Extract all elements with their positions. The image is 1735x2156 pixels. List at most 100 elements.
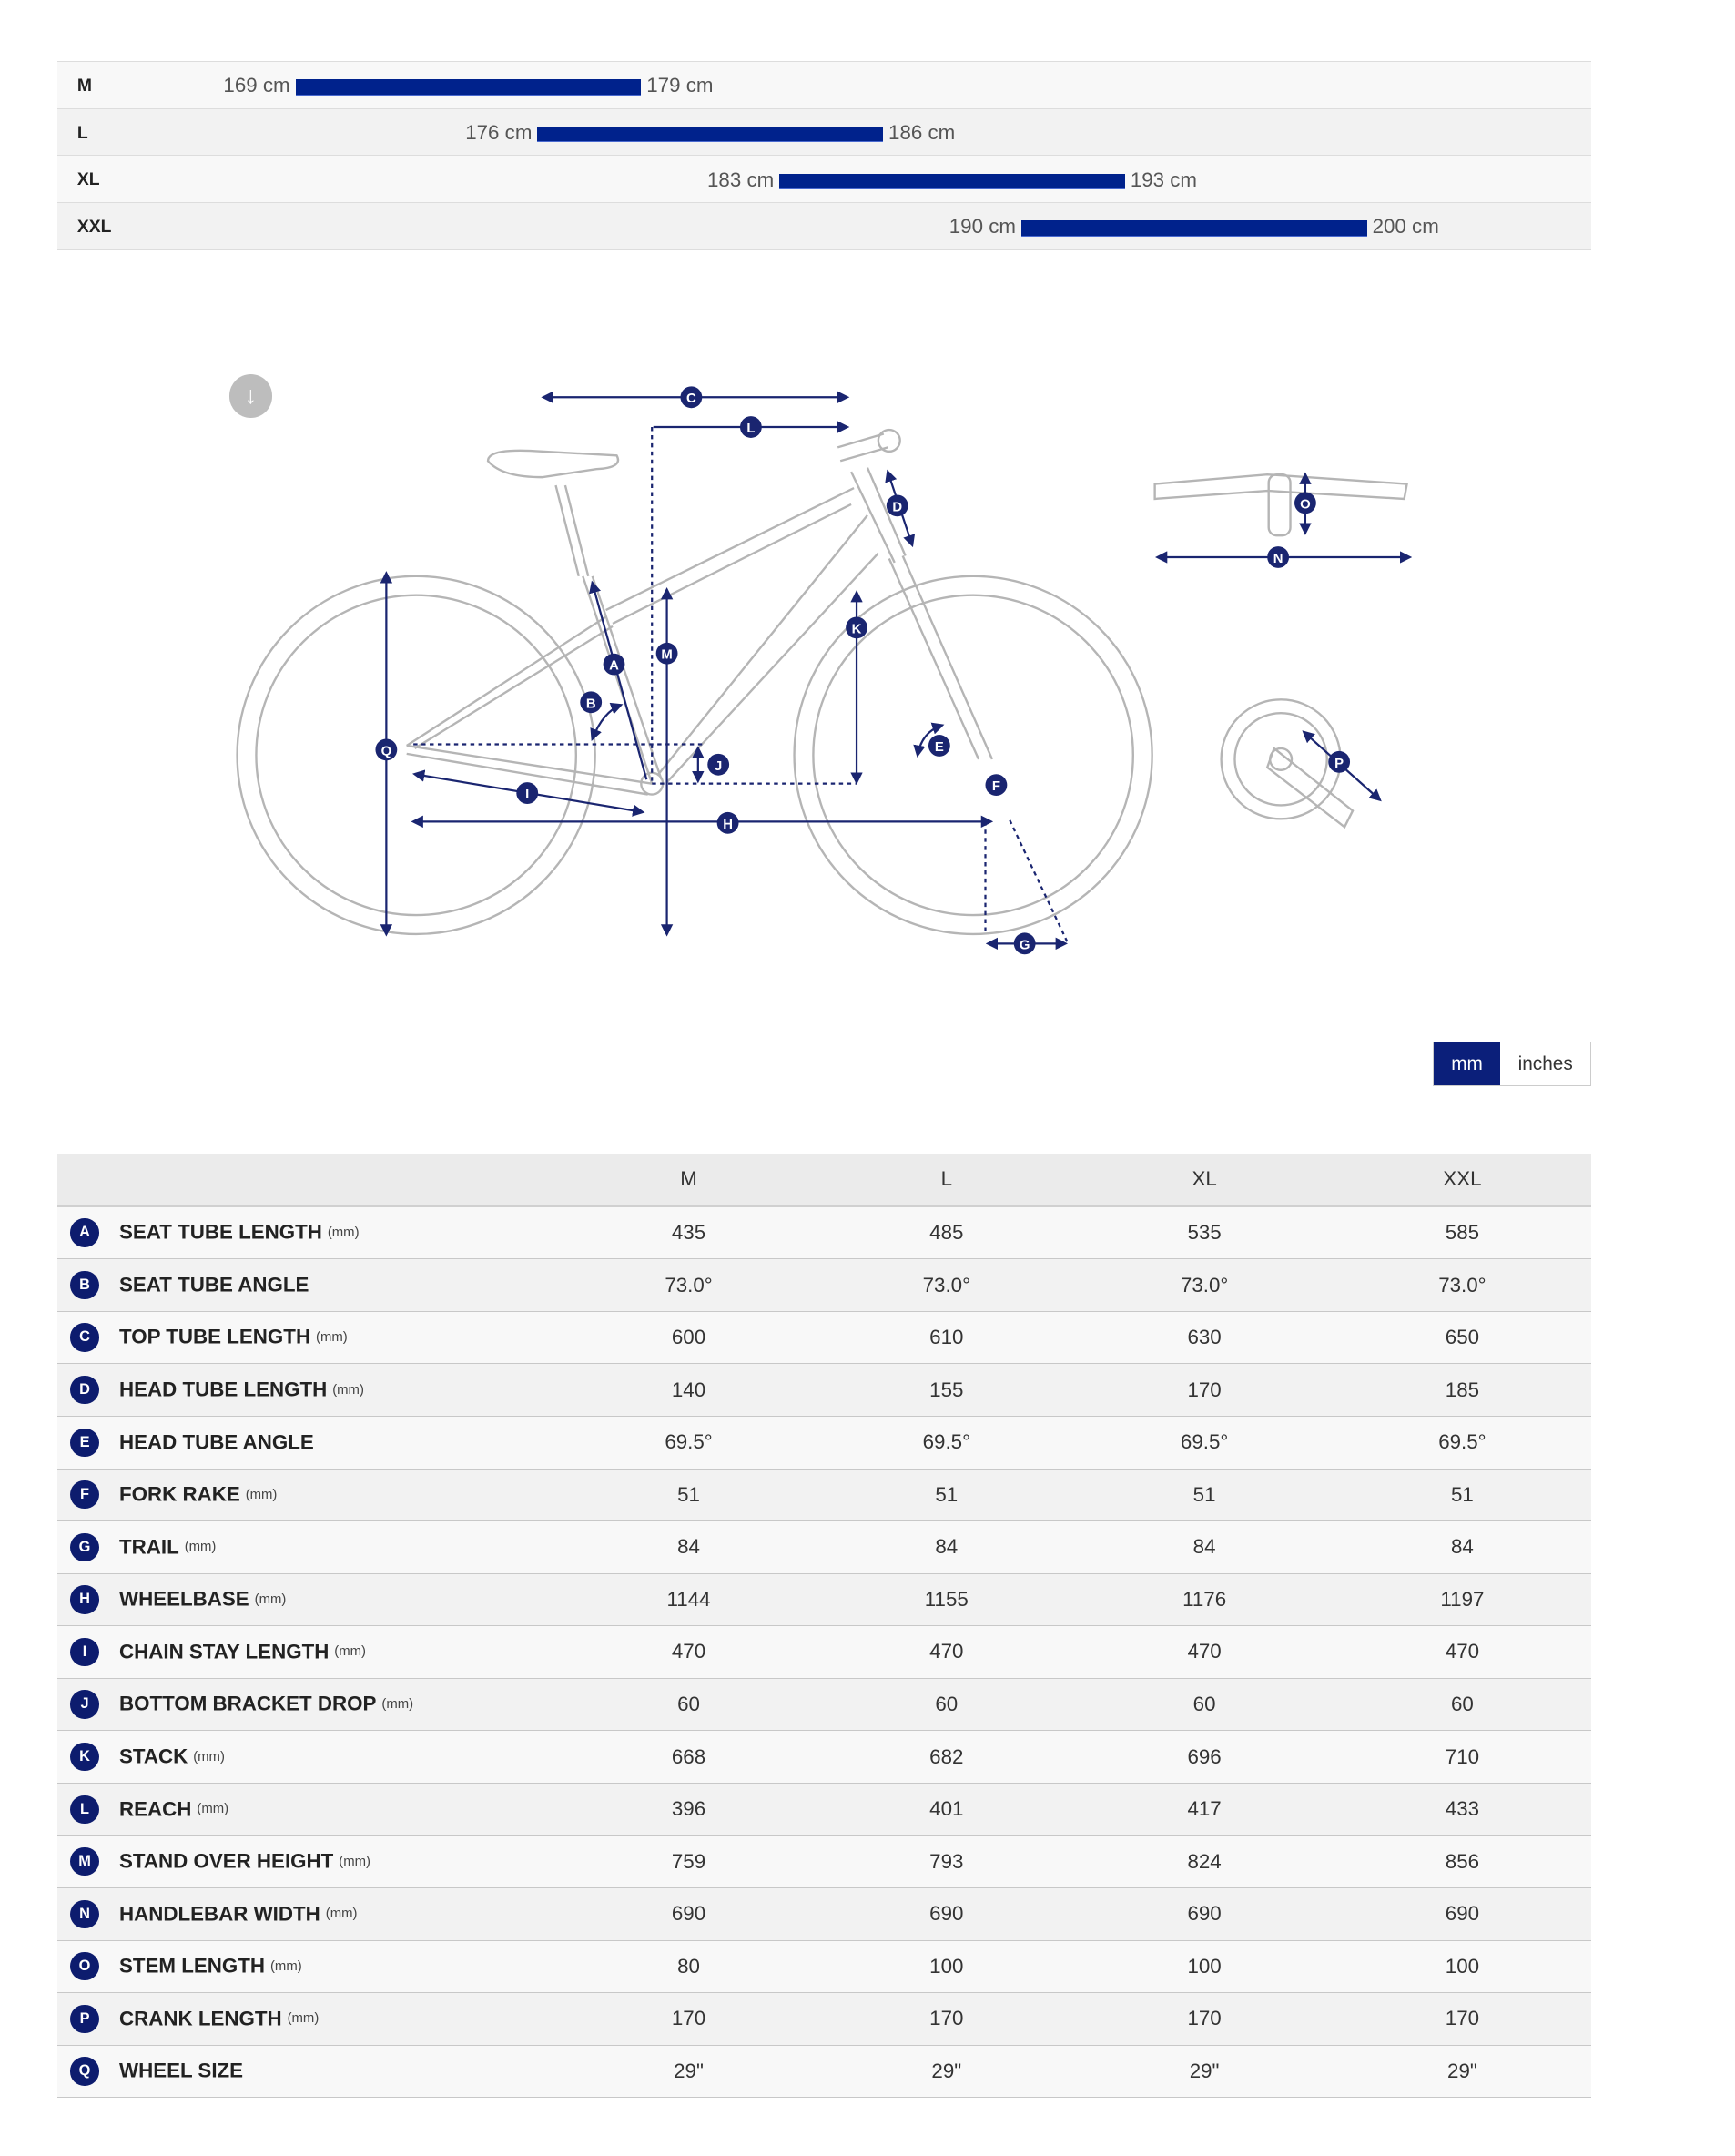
height-range-bar (295, 79, 642, 96)
measurement-unit: (mm) (245, 1487, 278, 1502)
value-cell: 69.5° (559, 1416, 818, 1470)
value-cell: 1144 (559, 1573, 818, 1627)
value-cell: 610 (817, 1311, 1076, 1365)
value-cell: 84 (1333, 1520, 1592, 1574)
value-cell: 1155 (817, 1573, 1076, 1627)
height-range-bar (779, 173, 1125, 189)
value-cell: 84 (559, 1520, 818, 1574)
measurement-unit: (mm) (339, 1854, 370, 1869)
letter-badge: B (70, 1270, 99, 1300)
letter-badge: K (70, 1742, 99, 1772)
front-wheel (793, 575, 1153, 936)
fork (888, 555, 994, 760)
measurement-unit: (mm) (325, 1907, 358, 1922)
svg-text:P: P (1334, 757, 1344, 771)
unit-inches-button[interactable]: inches (1500, 1042, 1591, 1086)
value-cell: 84 (817, 1520, 1076, 1574)
value-cell: 73.0° (817, 1258, 1076, 1312)
value-cell: 585 (1333, 1205, 1592, 1260)
value-cell: 170 (1075, 1363, 1334, 1417)
svg-text:D: D (892, 500, 902, 514)
letter-badge: L (70, 1795, 99, 1824)
seatpost (554, 484, 590, 577)
value-cell: 170 (1333, 1992, 1592, 2046)
value-cell: 470 (1333, 1625, 1592, 1679)
value-cell: 51 (817, 1469, 1076, 1522)
measurement-unit: (mm) (197, 1802, 229, 1817)
value-cell: 759 (559, 1835, 818, 1888)
seat-tube (582, 575, 663, 785)
value-cell: 690 (559, 1887, 818, 1941)
value-cell: 51 (1075, 1469, 1334, 1522)
height-min: 169 cm (223, 74, 290, 97)
value-cell: 29" (817, 2045, 1076, 2099)
download-icon[interactable]: ↓ (228, 373, 273, 418)
value-cell: 69.5° (1333, 1416, 1592, 1470)
value-cell: 401 (817, 1783, 1076, 1836)
value-cell: 155 (817, 1363, 1076, 1417)
value-cell: 396 (559, 1783, 818, 1836)
measurement-name: CRANK LENGTH (119, 2007, 282, 2030)
measurement-unit: (mm) (193, 1749, 225, 1764)
marker-j: J (707, 753, 730, 776)
value-cell: 690 (1075, 1887, 1334, 1941)
value-cell: 60 (817, 1678, 1076, 1732)
letter-badge: O (70, 1952, 99, 1981)
svg-text:K: K (852, 622, 862, 636)
value-cell: 29" (559, 2045, 818, 2099)
measurement-name: BOTTOM BRACKET DROP (119, 1693, 377, 1716)
value-cell: 84 (1075, 1520, 1334, 1574)
value-cell: 690 (1333, 1887, 1592, 1941)
header-size-m: M (559, 1154, 818, 1207)
unit-mm-button[interactable]: mm (1433, 1042, 1501, 1086)
unit-toggle: mm inches (1432, 1041, 1592, 1087)
letter-badge: A (70, 1218, 99, 1247)
size-label: XL (76, 169, 100, 190)
value-cell: 29" (1075, 2045, 1334, 2099)
table-header-row: M L XL XXL (56, 1154, 1592, 1207)
height-range-bar (1020, 220, 1367, 237)
header-size-xl: XL (1075, 1154, 1334, 1207)
value-cell: 630 (1075, 1311, 1334, 1365)
marker-k: K (846, 616, 868, 639)
height-min: 190 cm (949, 215, 1016, 239)
stem (837, 432, 888, 463)
height-range-bar (537, 126, 884, 143)
measurement-name: WHEEL SIZE (119, 2059, 244, 2082)
value-cell: 1176 (1075, 1573, 1334, 1627)
marker-o: O (1294, 492, 1316, 514)
measurement-name: WHEELBASE (119, 1587, 249, 1611)
header-blank (56, 1154, 560, 1207)
marker-n: N (1267, 546, 1290, 568)
value-cell: 710 (1333, 1730, 1592, 1784)
value-cell: 100 (817, 1940, 1076, 1994)
value-cell: 668 (559, 1730, 818, 1784)
measurement-name: STACK (119, 1744, 188, 1768)
value-cell: 682 (817, 1730, 1076, 1784)
svg-text:G: G (1020, 938, 1030, 952)
marker-a: A (603, 653, 625, 676)
down-tube (656, 514, 879, 783)
value-cell: 793 (817, 1835, 1076, 1888)
measurement-name: HEAD TUBE LENGTH (119, 1378, 328, 1401)
svg-text:C: C (686, 392, 696, 406)
value-cell: 80 (559, 1940, 818, 1994)
value-cell: 29" (1333, 2045, 1592, 2099)
value-cell: 170 (817, 1992, 1076, 2046)
value-cell: 433 (1333, 1783, 1592, 1836)
height-max: 193 cm (1130, 168, 1198, 191)
